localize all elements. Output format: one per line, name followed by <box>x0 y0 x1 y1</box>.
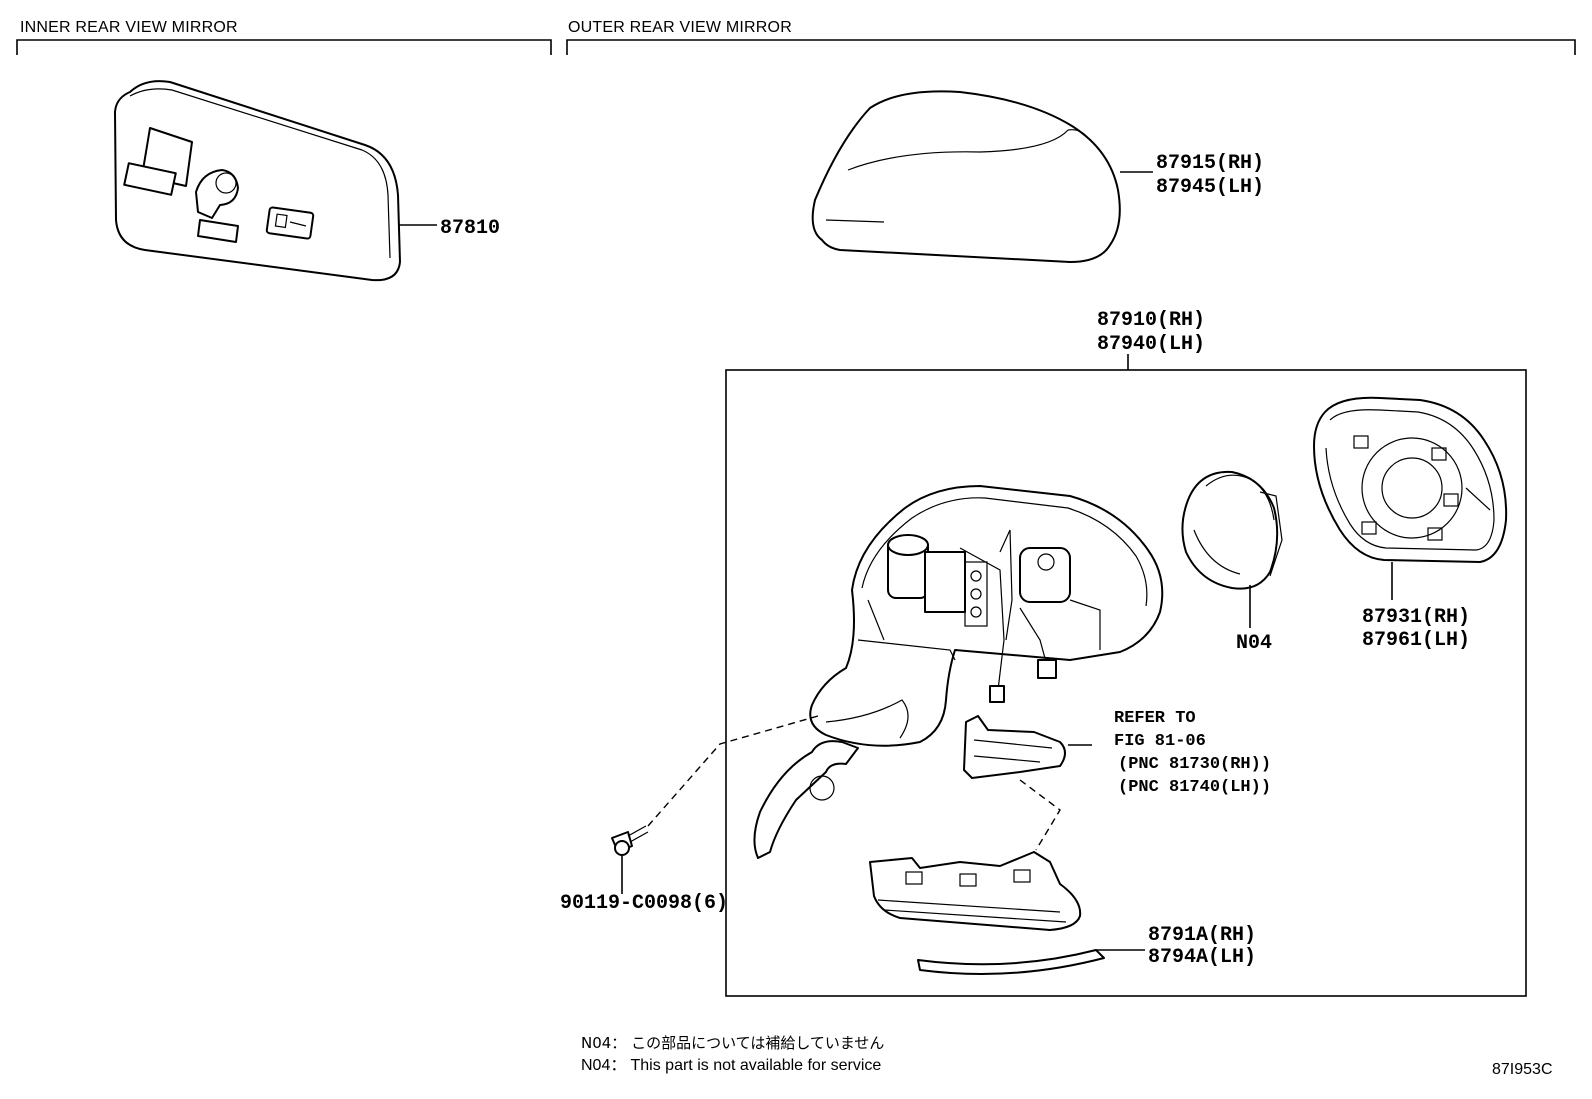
part-number-87931: 87931(RH) <box>1362 606 1470 629</box>
part-number-87961: 87961(LH) <box>1362 629 1470 652</box>
screw-illustration <box>611 825 649 856</box>
section-title-inner: INNER REAR VIEW MIRROR <box>20 19 238 36</box>
part-number-8791a: 8791A(RH) <box>1148 924 1256 947</box>
lamp-dashed-guide <box>1019 779 1061 851</box>
figure-code: 87I953C <box>1492 1061 1553 1078</box>
section-bracket-inner <box>16 39 552 55</box>
inner-mirror-illustration <box>114 80 401 282</box>
screw-dashed-guide <box>647 715 819 827</box>
note-jp: N04： この部品については補給していません <box>581 1034 884 1052</box>
section-bracket-outer <box>566 39 1576 55</box>
refer-pnc-rh: (PNC 81730(RH)) <box>1118 755 1271 774</box>
turn-lamp-assembly-illustration <box>869 851 1105 975</box>
assembly-box <box>725 369 1527 997</box>
mirror-glass-illustration <box>1313 396 1508 563</box>
refer-fig-text: FIG 81-06 <box>1114 732 1206 751</box>
section-title-outer: OUTER REAR VIEW MIRROR <box>568 19 792 36</box>
mirror-cover-illustration <box>811 90 1121 263</box>
mirror-body-illustration <box>753 485 1164 859</box>
part-number-87945: 87945(LH) <box>1156 176 1264 199</box>
part-number-n04: N04 <box>1236 632 1272 655</box>
part-number-87940: 87940(LH) <box>1097 333 1205 356</box>
turn-lamp-bracket-illustration <box>963 715 1066 779</box>
n04-actuator-illustration <box>1181 470 1283 590</box>
refer-pnc-lh: (PNC 81740(LH)) <box>1118 778 1271 797</box>
note-en: N04： This part is not available for serv… <box>581 1057 881 1074</box>
refer-to-text: REFER TO <box>1114 709 1196 728</box>
part-number-8794a: 8794A(LH) <box>1148 946 1256 969</box>
part-number-87810: 87810 <box>440 217 500 240</box>
part-number-90119: 90119-C0098(6) <box>560 892 728 915</box>
part-number-87910: 87910(RH) <box>1097 309 1205 332</box>
part-number-87915: 87915(RH) <box>1156 152 1264 175</box>
